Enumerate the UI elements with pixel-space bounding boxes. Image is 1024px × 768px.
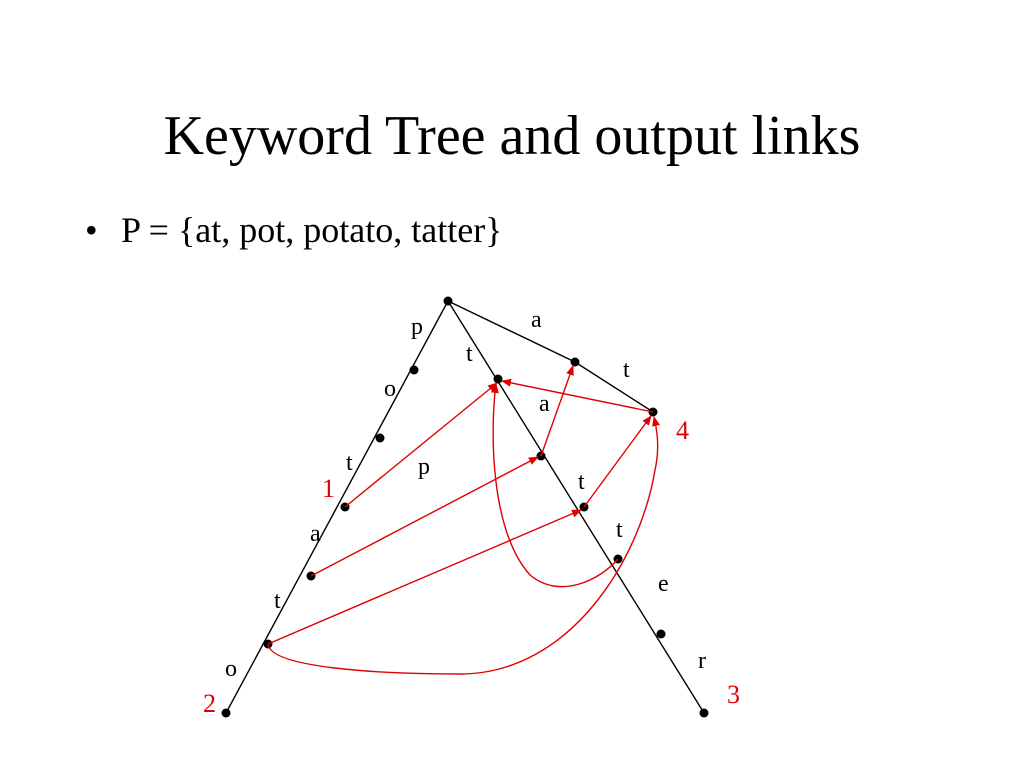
edge-label-t-left2: t (274, 588, 281, 614)
edge-root-a-branch (447, 300, 576, 363)
edge-label-e: e (658, 571, 669, 597)
marker-3: 3 (727, 680, 740, 709)
marker-4: 4 (676, 416, 689, 445)
node-t (493, 374, 503, 384)
pattern-markers: 1 2 3 4 (203, 416, 740, 718)
node-po (375, 433, 385, 443)
edge-root-right-branch (447, 300, 705, 714)
edge-label-t-mid2: t (578, 469, 585, 495)
edge-label-t-left: t (346, 450, 353, 476)
slide-title: Keyword Tree and output links (163, 105, 861, 167)
node-a (570, 357, 580, 367)
tree-edges (225, 300, 705, 714)
edge-label-r: r (698, 648, 706, 674)
tree-nodes (221, 296, 709, 718)
edge-label-a-left: a (310, 521, 321, 547)
bullet-dot: • (85, 210, 98, 250)
edge-label-o-left: o (225, 656, 237, 682)
link-potat-to-tat (267, 509, 582, 645)
link-at-to-t (501, 378, 654, 413)
pattern-set-text: P = {at, pot, potato, tatter} (121, 210, 503, 250)
link-potato-to-at (267, 416, 660, 675)
pattern-set-bullet: • P = {at, pot, potato, tatter} (85, 206, 502, 254)
node-potato (221, 708, 231, 718)
edge-label-o: o (384, 376, 396, 402)
node-p (409, 365, 419, 375)
link-tatt-to-t (490, 383, 619, 588)
edge-labels: p o t a t o t p t t e r a t a (225, 307, 706, 682)
marker-1: 1 (322, 474, 335, 503)
link-pota-to-ta (310, 456, 539, 577)
link-ta-to-a (540, 365, 574, 457)
edge-label-p-mid: p (418, 454, 430, 480)
edge-label-p: p (411, 314, 423, 340)
node-tatte (656, 629, 666, 639)
link-pot-to-t (344, 382, 498, 508)
edge-label-t-mid: t (466, 341, 473, 367)
link-tat-to-at (583, 415, 652, 508)
edge-label-a-top: a (531, 307, 542, 333)
marker-2: 2 (203, 689, 216, 718)
edge-a-t-branch (574, 361, 654, 413)
edge-label-a-mid: a (539, 391, 550, 417)
root-node (443, 296, 453, 306)
node-tatter (699, 708, 709, 718)
edge-root-left-branch (225, 300, 449, 714)
edge-label-t-top: t (623, 357, 630, 383)
edge-label-t-mid3: t (616, 517, 623, 543)
output-links (267, 365, 660, 675)
